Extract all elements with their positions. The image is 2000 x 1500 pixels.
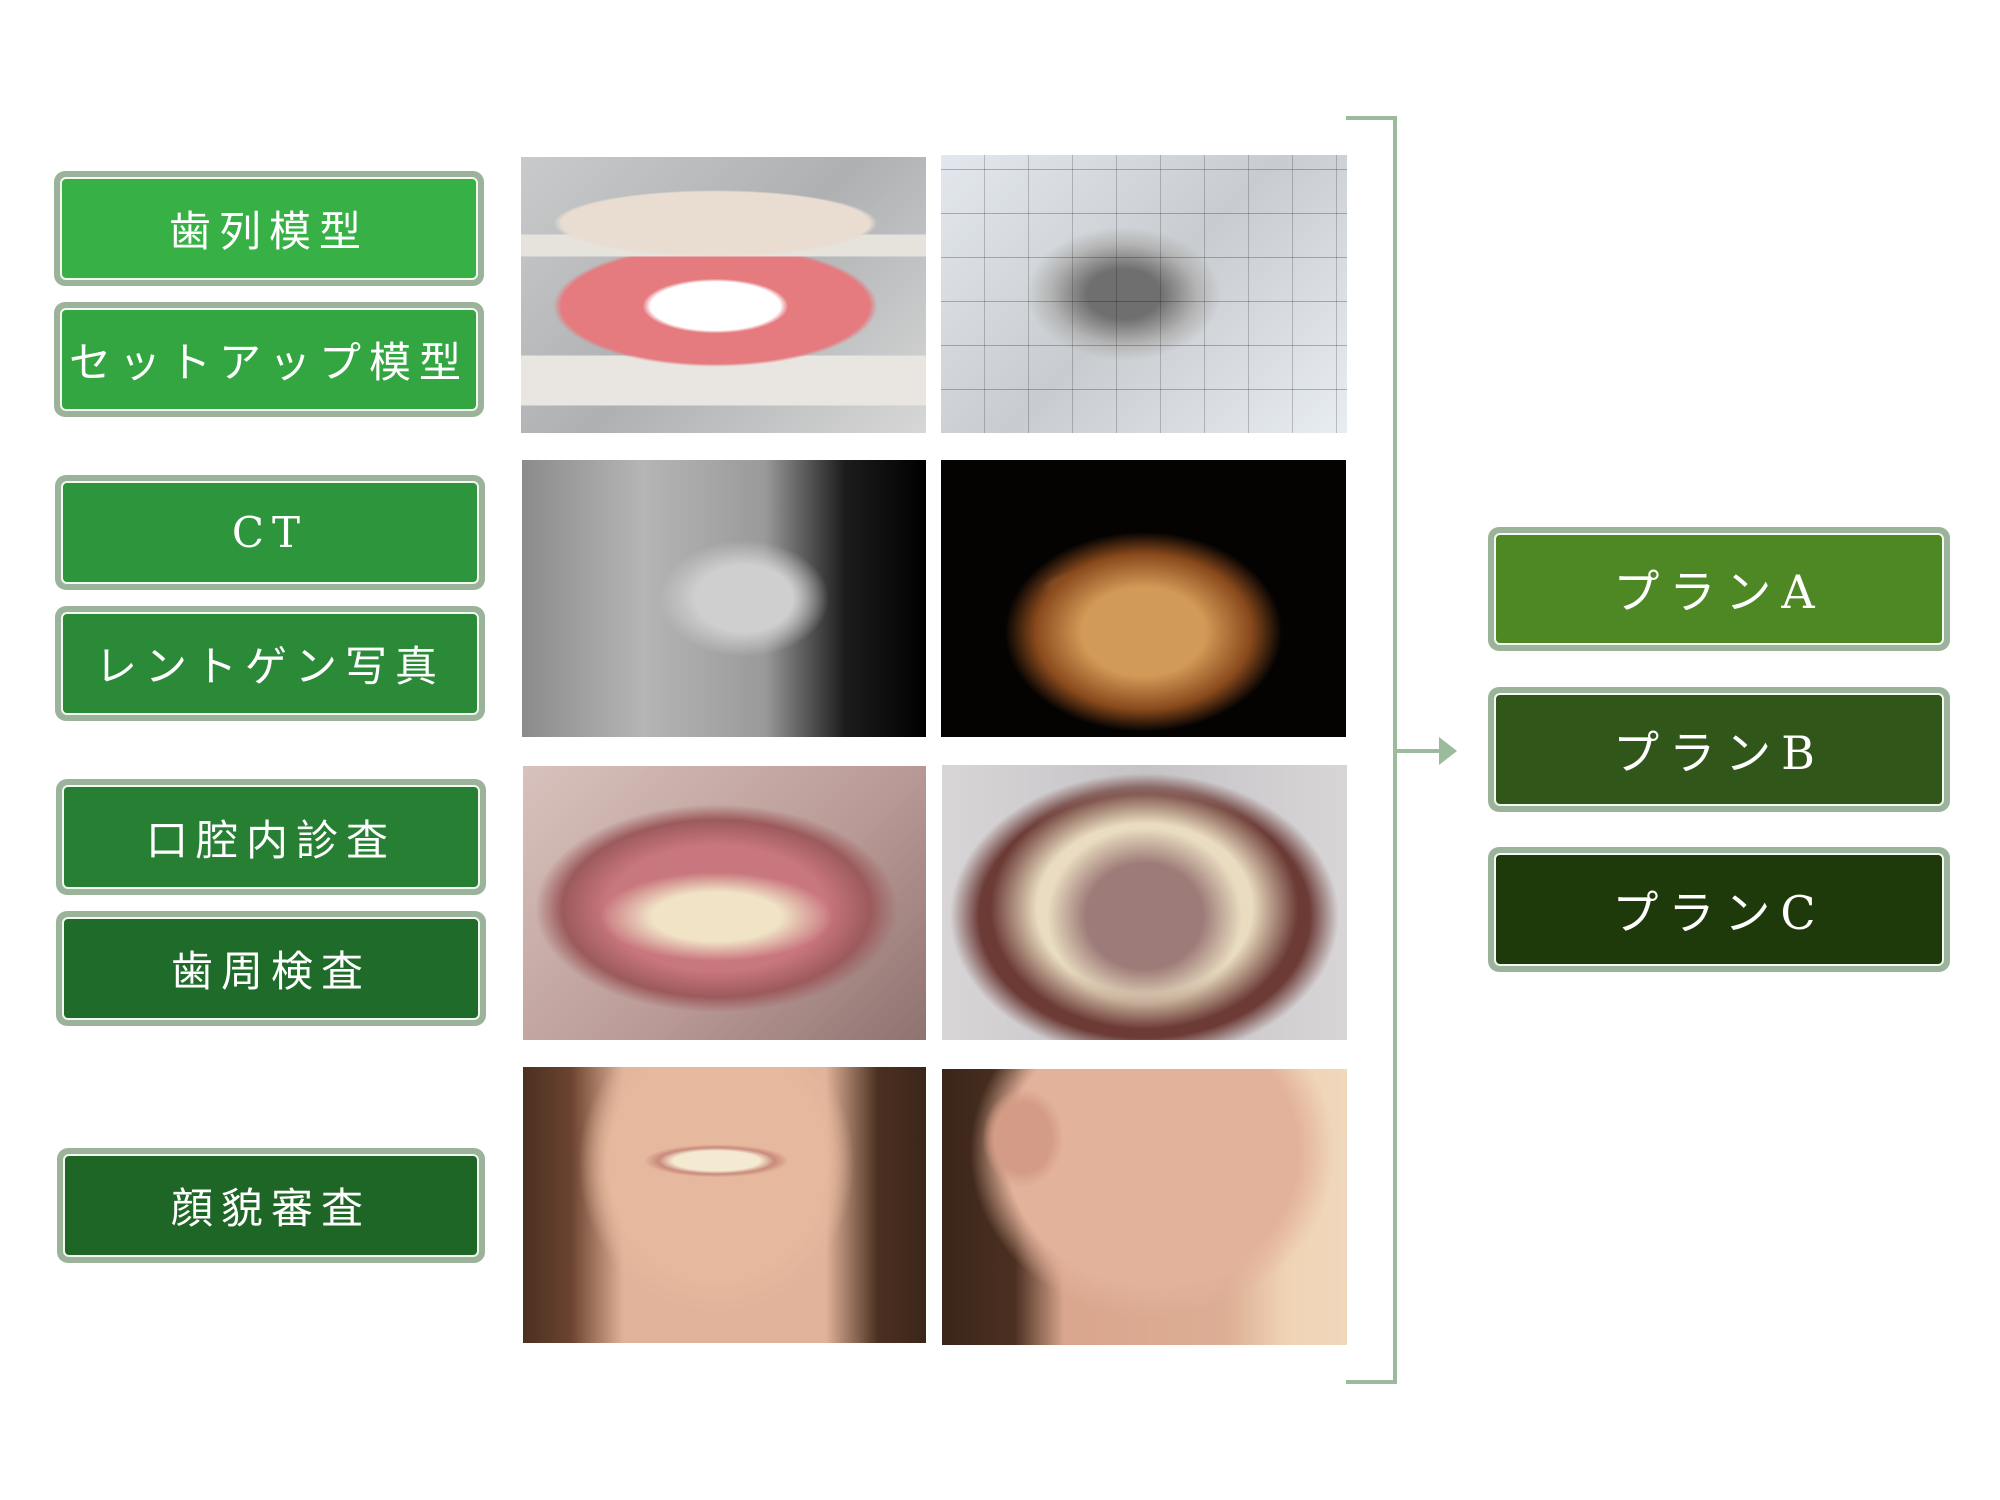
bracket-vertical [1393,116,1397,1384]
category-label: レントゲン写真 [61,612,479,715]
intraoral-occlusal-photo [942,765,1347,1040]
plan-a-button[interactable]: プランA [1488,527,1950,651]
category-label: 顔貌審査 [63,1154,479,1257]
face-front-smile-photo [523,1067,926,1343]
category-label: 歯周検査 [62,917,480,1020]
category-periodontal-exam[interactable]: 歯周検査 [56,911,486,1026]
category-label: セットアップ模型 [60,308,478,411]
dental-model-photo [521,157,926,433]
plan-label: プランA [1494,533,1944,645]
category-label: CT [61,481,479,584]
plan-b-button[interactable]: プランB [1488,687,1950,812]
ct-3d-teeth-photo [941,155,1347,433]
category-intraoral-exam[interactable]: 口腔内診査 [56,779,486,895]
plan-label: プランB [1494,693,1944,806]
category-label: 口腔内診査 [62,785,480,889]
category-facial-exam[interactable]: 顔貌審査 [57,1148,485,1263]
face-profile-photo [942,1069,1347,1345]
plan-c-button[interactable]: プランC [1488,847,1950,972]
ct-color-jaw-photo [941,460,1346,737]
bracket-bottom [1346,1380,1397,1384]
bracket-top [1346,116,1397,120]
category-xray[interactable]: レントゲン写真 [55,606,485,721]
category-setup-model[interactable]: セットアップ模型 [54,302,484,417]
cephalometric-xray-photo [522,460,926,737]
plan-label: プランC [1494,853,1944,966]
category-ct[interactable]: CT [55,475,485,590]
category-dental-model[interactable]: 歯列模型 [54,171,484,286]
category-label: 歯列模型 [60,177,478,280]
intraoral-side-photo [523,766,926,1040]
